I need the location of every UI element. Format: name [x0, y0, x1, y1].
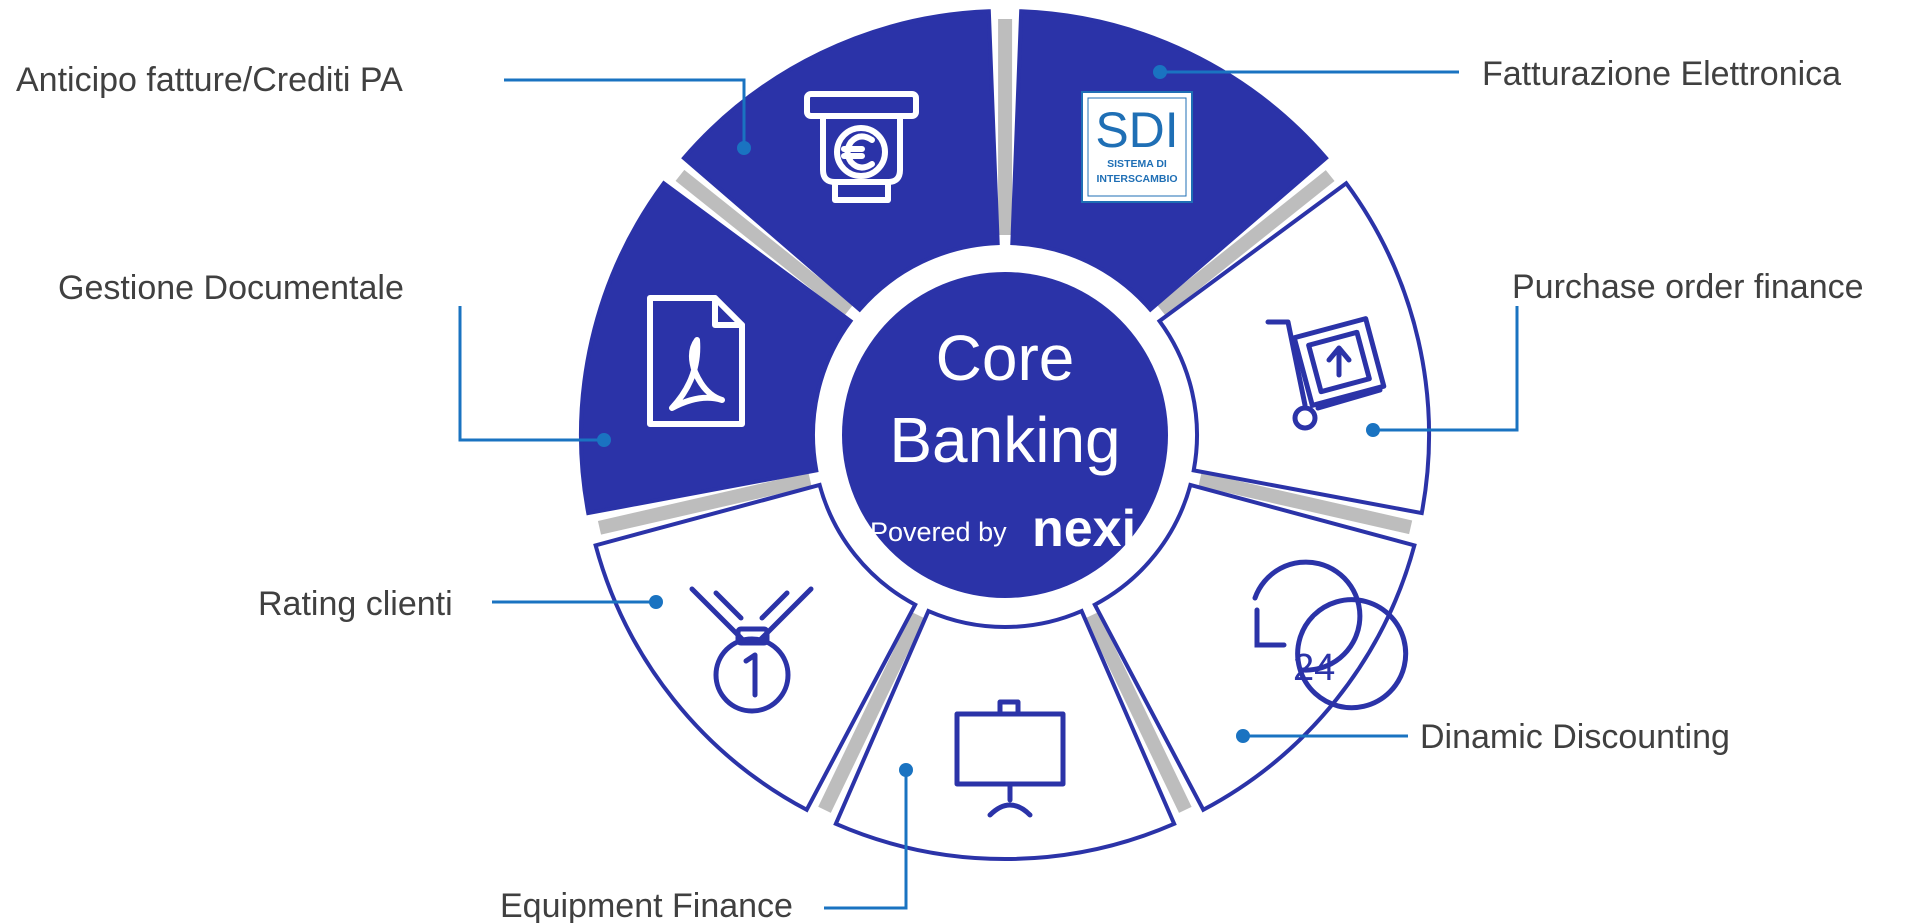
clock-24-icon: 24: [1252, 559, 1409, 711]
leader-dots: [597, 65, 1380, 777]
medal-icon: [689, 586, 814, 714]
pdf-document-icon: [647, 295, 745, 427]
presentation-board-icon: [954, 699, 1066, 818]
segment-gestione-documentale: [579, 180, 854, 516]
label-rating-clienti: Rating clienti: [258, 585, 453, 623]
sdi-title: SDI: [1095, 102, 1178, 158]
sdi-logo: SDI SISTEMA DI INTERSCAMBIO: [1081, 91, 1193, 203]
center-circle: [842, 272, 1168, 598]
leader-lines: [458, 70, 1519, 910]
hand-truck-icon: [1265, 316, 1387, 431]
core-banking-center: Core Banking Povered by nexi: [842, 272, 1168, 598]
segment-gap: [675, 169, 854, 316]
segment-equipment-finance: [833, 608, 1177, 861]
center-title-line1: Core: [936, 322, 1075, 394]
clock-24-text: 24: [1293, 647, 1335, 689]
euro-atm-icon: [804, 91, 919, 203]
segment-gaps: [597, 18, 1413, 813]
label-gestione-documentale: Gestione Documentale: [58, 269, 404, 307]
nexi-logo: nexi: [1032, 500, 1136, 558]
segment-gap: [1198, 472, 1413, 535]
label-fatturazione-elettronica: Fatturazione Elettronica: [1482, 55, 1841, 93]
label-purchase-order-finance: Purchase order finance: [1512, 268, 1864, 306]
segment-gap: [1156, 170, 1335, 316]
segment-rating-clienti: [593, 482, 918, 813]
sdi-subtitle-1: SISTEMA DI: [1107, 158, 1167, 170]
center-title-line2: Banking: [889, 404, 1120, 476]
label-dinamic-discounting: Dinamic Discounting: [1420, 718, 1730, 756]
sdi-subtitle-2: INTERSCAMBIO: [1096, 173, 1177, 185]
segment-gap: [1085, 612, 1192, 813]
label-equipment-finance: Equipment Finance: [500, 887, 793, 923]
segment-gap: [597, 472, 812, 535]
powered-by-text: Povered by: [870, 517, 1007, 547]
label-anticipo-fatture: Anticipo fatture/Crediti PA: [16, 61, 403, 99]
segment-gap: [818, 612, 925, 813]
